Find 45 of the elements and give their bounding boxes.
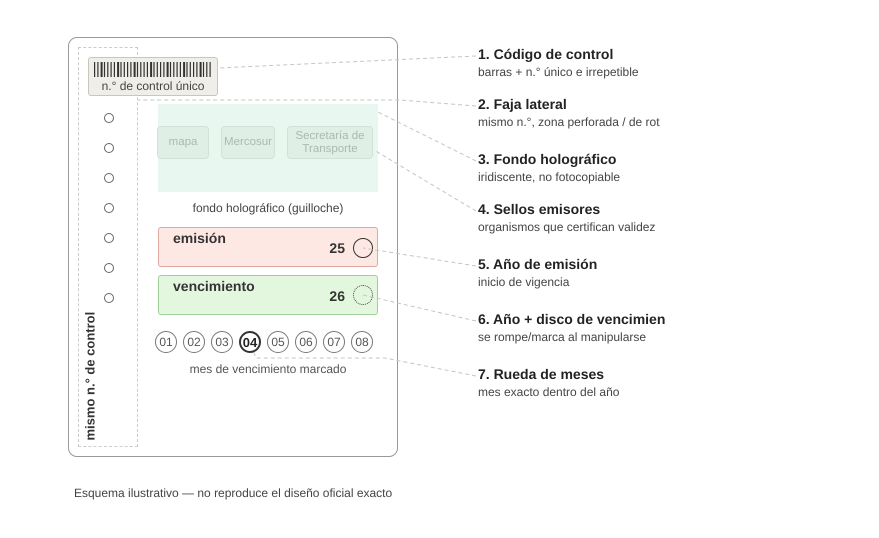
side-strip <box>78 47 138 447</box>
year-box-title: vencimiento <box>173 278 255 294</box>
control-code-panel <box>88 57 218 96</box>
callout-description: mismo n.°, zona perforada / de rot <box>478 115 660 129</box>
panel-caption: fondo holográfico (guilloche) <box>192 201 344 215</box>
callout-heading: 3. Fondo holográfico <box>478 151 616 167</box>
month-circle: 02 <box>183 331 205 353</box>
wheel-caption: mes de vencimiento marcado <box>188 362 348 376</box>
callout-heading: 7. Rueda de meses <box>478 366 604 382</box>
leader-line <box>374 150 476 212</box>
callout-description: mes exacto dentro del año <box>478 385 620 399</box>
callout-description: inicio de vigencia <box>478 275 570 289</box>
year-box-title: emisión <box>173 230 226 246</box>
month-circle: 05 <box>267 331 289 353</box>
callout-description: organismos que certifican validez <box>478 220 656 234</box>
callout-heading: 2. Faja lateral <box>478 96 567 112</box>
control-number-label: n.° de control único <box>100 79 206 93</box>
callout-description: iridiscente, no fotocopiable <box>478 170 620 184</box>
month-circle: 01 <box>155 331 177 353</box>
year-box <box>158 227 378 267</box>
leader-line <box>253 352 476 376</box>
footnote: Esquema ilustrativo — no reproduce el diseño oficial exacto <box>74 486 392 500</box>
callout-heading: 6. Año + disco de vencimien <box>478 311 666 327</box>
leader-line <box>218 56 476 68</box>
month-circle: 07 <box>323 331 345 353</box>
leader-line <box>362 248 476 266</box>
month-circle: 03 <box>211 331 233 353</box>
year-box <box>158 275 378 315</box>
callout-description: se rompe/marca al manipularse <box>478 330 646 344</box>
month-circle: 06 <box>295 331 317 353</box>
year-disc <box>353 238 373 258</box>
card-outline <box>68 37 398 457</box>
callout-heading: 4. Sellos emisores <box>478 201 600 217</box>
callout-heading: 5. Año de emisión <box>478 256 598 272</box>
callout-heading: 1. Código de control <box>478 46 614 62</box>
month-circle: 04 <box>239 331 261 353</box>
leader-line <box>362 294 476 322</box>
callout-description: barras + n.° único e irrepetible <box>478 65 639 79</box>
year-disc <box>353 285 373 305</box>
year-value: 25 <box>329 240 345 256</box>
year-value: 26 <box>329 288 345 304</box>
leader-line <box>138 100 476 106</box>
month-circle: 08 <box>351 331 373 353</box>
leader-line <box>378 112 476 162</box>
strip-label: mismo n.° de control <box>82 310 98 440</box>
